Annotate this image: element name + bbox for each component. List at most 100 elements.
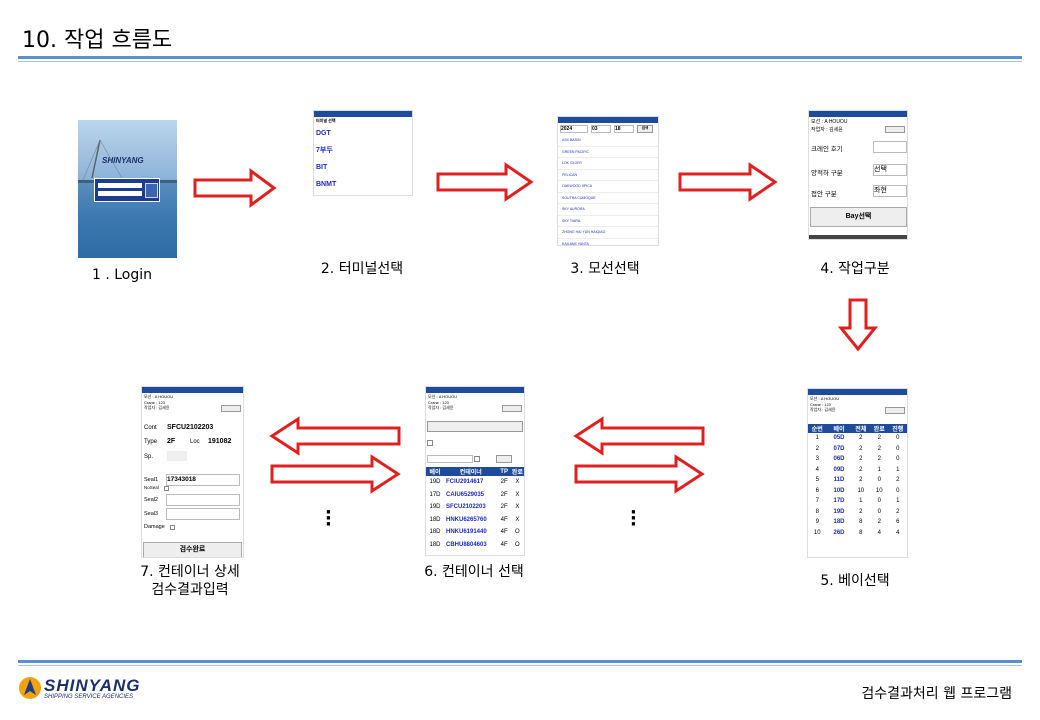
back-button[interactable] (885, 126, 905, 133)
terminal-item[interactable]: 7부두 (316, 147, 333, 154)
table-cell: 4 (877, 529, 881, 536)
step2-label: 2. 터미널선택 (320, 261, 404, 277)
bidirectional-arrow-icon (573, 416, 705, 494)
ellipsis-icon: ··· (630, 502, 637, 535)
side-select[interactable]: 좌현 (873, 185, 907, 197)
complete-button[interactable]: 검수완료 (143, 542, 242, 557)
sp-input[interactable] (167, 451, 187, 461)
terminal-item[interactable]: BNMT (316, 181, 337, 188)
loc-label: Loc (190, 439, 200, 445)
step6-label: 6. 컨테이너 선택 (424, 564, 524, 580)
container-search-input[interactable] (427, 455, 473, 463)
crane-input[interactable] (873, 141, 907, 153)
table-cell: 2 (859, 456, 863, 463)
bay-select-button[interactable]: Bay선택 (810, 207, 907, 227)
table-cell: X (515, 491, 520, 498)
login-id-input[interactable] (98, 183, 142, 188)
table-cell: 2 (859, 445, 863, 452)
table-cell: 0 (896, 435, 900, 442)
terminal-item[interactable]: DGT (316, 130, 331, 137)
back-button[interactable] (221, 405, 241, 412)
bay-column-header: 완료 (870, 424, 889, 433)
table-cell: 2 (877, 445, 881, 452)
container-column-header: 베이 (426, 467, 444, 476)
table-cell: SFCU2102203 (445, 504, 486, 511)
table-cell: 1 (896, 498, 900, 505)
login-password-input[interactable] (98, 191, 142, 196)
seal3-input[interactable] (166, 508, 240, 520)
table-cell: CAIU6529035 (445, 491, 485, 498)
checkbox[interactable] (427, 440, 433, 446)
terminal-item[interactable]: BIT (316, 164, 328, 171)
search-button[interactable]: 검색 (637, 125, 653, 133)
year-select[interactable]: 2024 (560, 125, 588, 133)
table-cell: 2 (859, 508, 863, 515)
vessel-name: SOUTHA CUMOQUE (562, 195, 596, 200)
checkbox[interactable] (474, 456, 480, 462)
table-cell: 06D (833, 456, 845, 463)
noseal-checkbox[interactable] (164, 486, 169, 491)
table-cell: 09D (833, 466, 845, 473)
load-select[interactable]: 선택 (873, 164, 907, 176)
bay-header-bar (808, 389, 907, 395)
table-cell: 2 (877, 435, 881, 442)
search-button[interactable] (496, 455, 512, 463)
damage-checkbox[interactable] (170, 525, 175, 530)
login-button[interactable] (145, 183, 158, 198)
table-cell: 2F (500, 479, 508, 486)
detail-crane: Crane : 123 (144, 400, 165, 405)
load-list-button[interactable] (427, 421, 523, 432)
back-button[interactable] (502, 405, 522, 412)
sp-label: Sp. (144, 454, 154, 460)
table-cell: 26D (833, 529, 845, 536)
vessel-list-item[interactable]: ASX BASIN (558, 135, 658, 147)
table-cell: 4F (500, 529, 508, 536)
vessel-list-item[interactable]: GREEN PACIFIC (558, 147, 658, 158)
worktype-footer-bar (809, 235, 907, 239)
step7-label-line1: 7. 컨테이너 상세 (140, 564, 240, 580)
table-cell: 10D (833, 487, 845, 494)
vessel-list-item[interactable]: SKY TIARA (558, 216, 658, 227)
vessel-list-item[interactable]: KAILANE YANTA (558, 239, 658, 246)
bay-column-header: 전체 (851, 424, 871, 433)
seal2-input[interactable] (166, 494, 240, 506)
vessel-list-item[interactable]: SOUTHA CUMOQUE (558, 193, 658, 204)
detail-header-bar (142, 387, 243, 393)
vessel-list-item[interactable]: LOK GLORY (558, 158, 658, 170)
step1-label: 1 . Login (91, 267, 153, 283)
footer-rule-thin (18, 665, 1022, 666)
table-cell: 2F (500, 491, 508, 498)
table-cell: 8 (815, 508, 819, 515)
vessel-list-item[interactable]: PELICAN (558, 170, 658, 181)
month-select[interactable]: 03 (591, 125, 611, 133)
vessel-list-item[interactable]: SKY AURORA (558, 204, 658, 216)
vessel-name: KAILANE YANTA (562, 241, 589, 246)
vessel-list-item[interactable]: ZHONG HAI YUN HAIQIAO (558, 227, 658, 239)
seal1-input[interactable]: 17343018 (166, 474, 240, 486)
vessel-list-item[interactable]: OAKWOOD SPICA (558, 181, 658, 193)
table-cell: HNKU6265760 (445, 516, 487, 523)
day-select[interactable]: 18 (614, 125, 634, 133)
step7-label: 7. 컨테이너 상세 검수결과입력 (110, 563, 270, 599)
table-cell: 0 (877, 508, 881, 515)
back-button[interactable] (885, 407, 905, 414)
table-cell: 1 (815, 435, 819, 442)
terminal-screenshot: 터미널 선택 DGT 7부두 BIT BNMT (313, 110, 413, 196)
table-cell: 17D (833, 498, 845, 505)
